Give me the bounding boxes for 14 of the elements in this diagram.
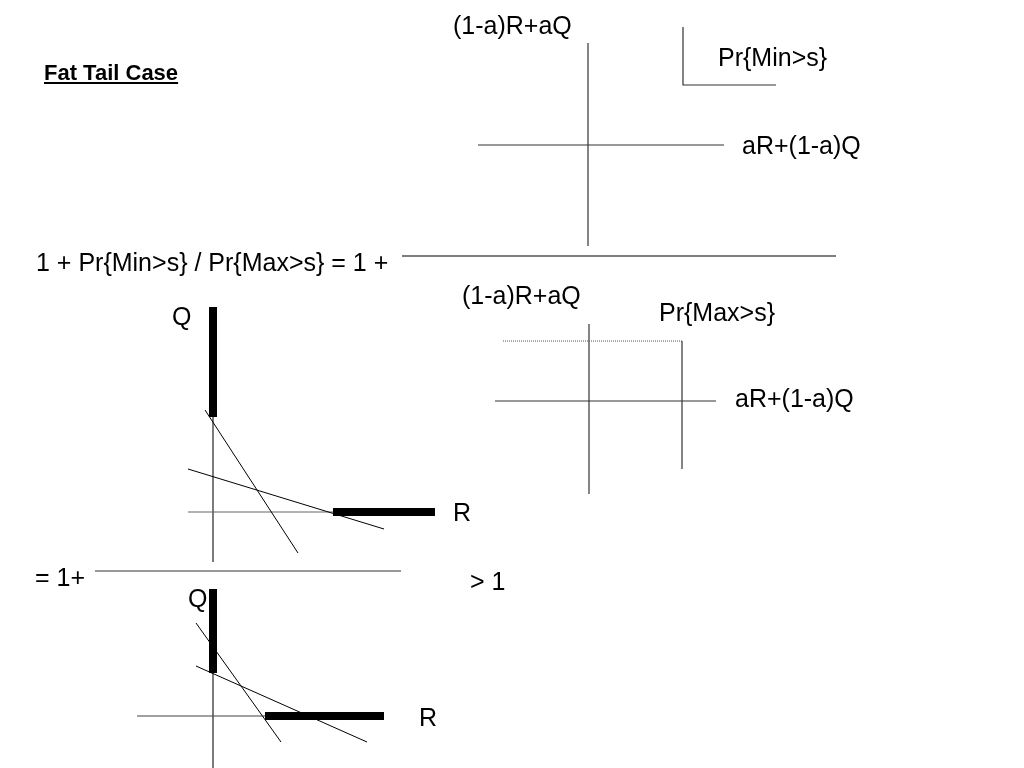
formula-text: > 1 <box>470 567 506 595</box>
axis-label: (1-a)R+aQ <box>453 11 572 39</box>
axis-label: aR+(1-a)Q <box>735 384 854 412</box>
axis-label: R <box>453 498 472 526</box>
curve-label: Pr{Min>s} <box>718 43 828 71</box>
axis-label: Q <box>188 584 208 612</box>
axis-label: aR+(1-a)Q <box>742 131 861 159</box>
axis-label: R <box>419 703 438 731</box>
curve-label: Pr{Max>s} <box>659 298 776 326</box>
axis-label: (1-a)R+aQ <box>462 281 581 309</box>
axis-label: Q <box>172 302 192 330</box>
formula-text: 1 + Pr{Min>s} / Pr{Max>s} = 1 + <box>36 248 389 276</box>
formula-text: = 1+ <box>35 563 86 591</box>
page-title: Fat Tail Case <box>44 59 179 87</box>
